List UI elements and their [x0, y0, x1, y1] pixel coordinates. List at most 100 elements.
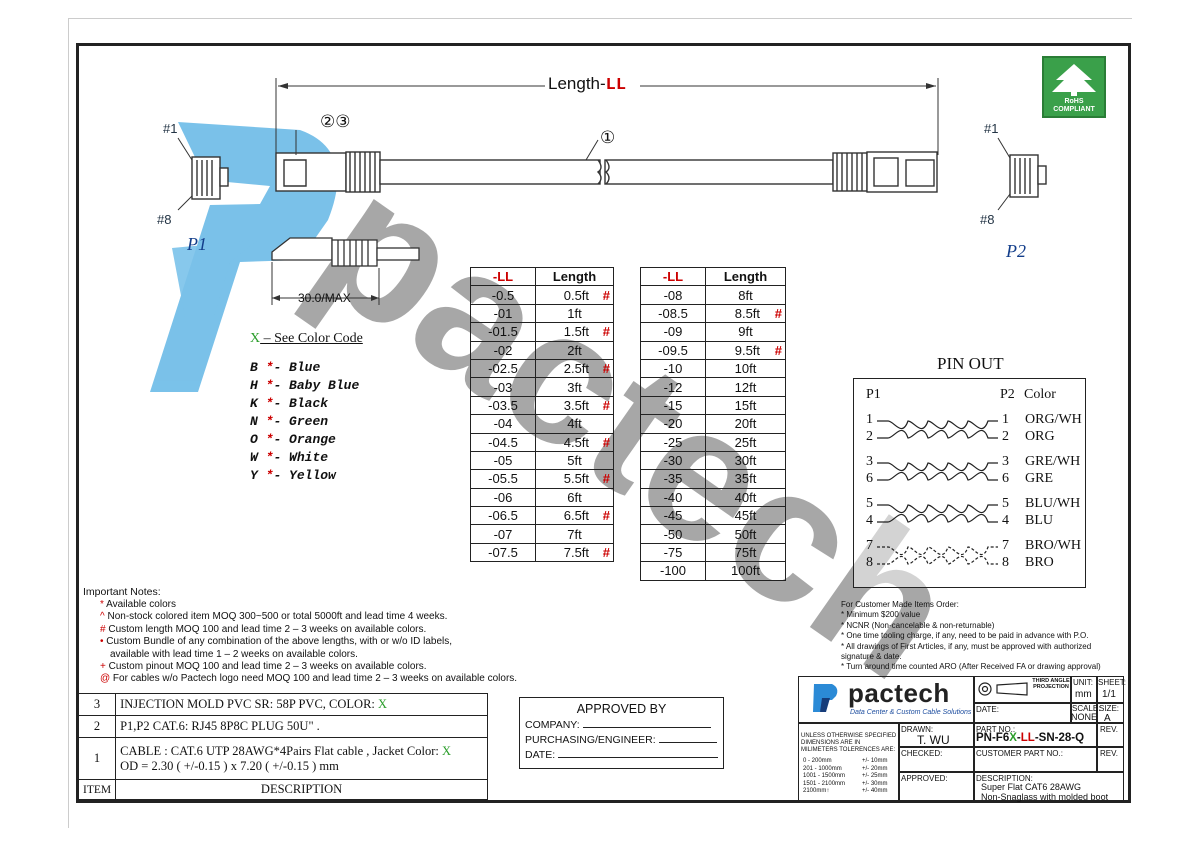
tolerance-value: +/- 30mm [862, 780, 888, 787]
boot-dimension-label: 30.0/MAX [298, 291, 351, 305]
pinout-pin-number: 4 [866, 513, 873, 528]
pinout-pin-number: 2 [1002, 429, 1009, 444]
color-code-name: - Yellow [273, 468, 336, 483]
pinout-col-p2: P2 [1000, 387, 1015, 402]
color-code-item: W *- White [250, 450, 328, 465]
pinout-pin-number: 1 [866, 412, 873, 427]
length-value: 100ft [731, 563, 760, 579]
twisted-pair-wire [877, 513, 998, 523]
color-code-star: * [265, 378, 274, 393]
length-value: 8ft [738, 287, 753, 303]
length-value: 6ft [567, 489, 582, 505]
custom-length-mark: # [774, 305, 782, 321]
approval-company: COMPANY: [525, 719, 723, 731]
tolerance-range: 1001 - 1500mm [803, 773, 846, 779]
bom-desc-header: DESCRIPTION [115, 779, 488, 800]
description-line-2: Non-Snaglass with molded boot [981, 792, 1109, 802]
bom-row: 3 INJECTION MOLD PVC SR: 58P PVC, COLOR:… [77, 693, 488, 716]
unit-label: UNIT: [1073, 678, 1093, 687]
color-code-item: H *- Baby Blue [250, 378, 359, 393]
note-text: Non-stock colored item MOQ 300~500 or to… [104, 611, 448, 623]
length-cell: 10ft [705, 358, 786, 379]
length-value: 35ft [734, 471, 757, 487]
p2-pin1-label: #1 [984, 121, 999, 136]
ll-code-cell: -04 [470, 414, 536, 434]
custom-length-mark: # [602, 361, 610, 377]
important-note-line: + Custom pinout MOQ 100 and lead time 2 … [100, 661, 427, 673]
length-cell: 9.5ft# [705, 340, 786, 360]
custom-order-line: * NCNR (Non-cancelable & non-returnable) [841, 620, 995, 630]
custom-order-line: * Turn around time counted ARO (After Re… [841, 662, 1101, 672]
approval-title: APPROVED BY [576, 702, 667, 716]
note-text: Custom Bundle of any combination of the … [103, 636, 453, 648]
sheet-label: SHEET: [1098, 678, 1127, 687]
bom-row: 2 P1,P2 CAT.6: RJ45 8P8C PLUG 50U" . [77, 715, 488, 738]
custom-order-line: signature & date. [841, 652, 902, 661]
pinout-color-label: ORG/WH [1025, 412, 1082, 427]
tolerance-value: +/- 25mm [862, 773, 888, 779]
custom-length-mark: # [602, 545, 610, 561]
pinout-pin-number: 7 [866, 538, 873, 553]
color-code-name: - Baby Blue [273, 378, 360, 393]
pinout-pin-number: 3 [866, 454, 873, 469]
length-value: 5ft [567, 453, 582, 469]
color-code-name: - Green [273, 414, 329, 429]
tolerance-title: UNLESS OTHERWISE SPECIFIED DIMENSIONS AR… [801, 733, 897, 753]
important-note-line: • Custom Bundle of any combination of th… [100, 636, 452, 648]
length-value: 5.5ft [563, 471, 590, 487]
length-cell: 100ft [705, 561, 786, 581]
pinout-color-label: ORG [1025, 429, 1055, 444]
approval-box: APPROVED BY COMPANY: PURCHASING/ENGINEER… [519, 697, 724, 769]
length-value: 12ft [734, 379, 757, 395]
color-code-letter: N [250, 414, 258, 429]
pinout-pin-number: 5 [1002, 496, 1009, 511]
length-value: 3ft [567, 379, 582, 395]
ll-code-cell: -02 [470, 340, 536, 360]
important-note-line: available with lead time 1 – 2 weeks on … [110, 649, 358, 661]
part-no-value: PN-F6X-LL-SN-28-Q [976, 732, 1085, 744]
bom-desc: P1,P2 CAT.6: RJ45 8P8C PLUG 50U" . [115, 715, 488, 738]
pinout-box [853, 378, 1086, 588]
projection-icon [978, 682, 1028, 696]
custom-length-mark: # [602, 397, 610, 413]
boot-side-view [271, 237, 420, 267]
approval-purchasing: PURCHASING/ENGINEER: [525, 734, 723, 746]
ll-code-cell: -09 [640, 322, 706, 342]
page-top-rule [68, 18, 1132, 19]
pinout-color-label: GRE [1025, 471, 1053, 486]
length-cell: 30ft [705, 450, 786, 471]
color-code-item: K *- Black [250, 396, 328, 411]
twisted-pair-wire [877, 420, 998, 430]
p2-pin8-label: #8 [980, 212, 995, 227]
bom-desc: CABLE : CAT.6 UTP 28AWG*4Pairs Flat cabl… [115, 737, 488, 780]
ll-code-cell: -100 [640, 561, 706, 581]
ll-code-cell: -03.5 [470, 395, 536, 416]
note-symbol: @ [100, 673, 111, 685]
important-notes-title: Important Notes: [83, 586, 161, 598]
length-value: 0.5ft [563, 287, 590, 303]
custom-order-line: For Customer Made Items Order: [841, 600, 959, 609]
scale-value: NONE [1071, 712, 1098, 722]
size-value: A [1104, 713, 1111, 724]
length-ll-suffix: LL [605, 76, 627, 95]
p1-pin1-label: #1 [163, 121, 178, 136]
twisted-pair-wire [877, 546, 998, 556]
pactech-logo-icon [813, 684, 838, 712]
note-symbol: + [100, 661, 106, 672]
ll-code-cell: -15 [640, 395, 706, 416]
tolerance-range: 2100mm↑ [803, 788, 830, 794]
length-value: 9ft [738, 324, 753, 340]
rohs-text: RoHS [1064, 98, 1084, 105]
bom-item: 1 [77, 737, 117, 780]
projection-label: THIRD ANGLE PROJECTION [1032, 678, 1070, 690]
tb-divider-h2 [898, 746, 1124, 748]
length-cell: 8.5ft# [705, 303, 786, 324]
twisted-pair-wire [877, 429, 998, 439]
